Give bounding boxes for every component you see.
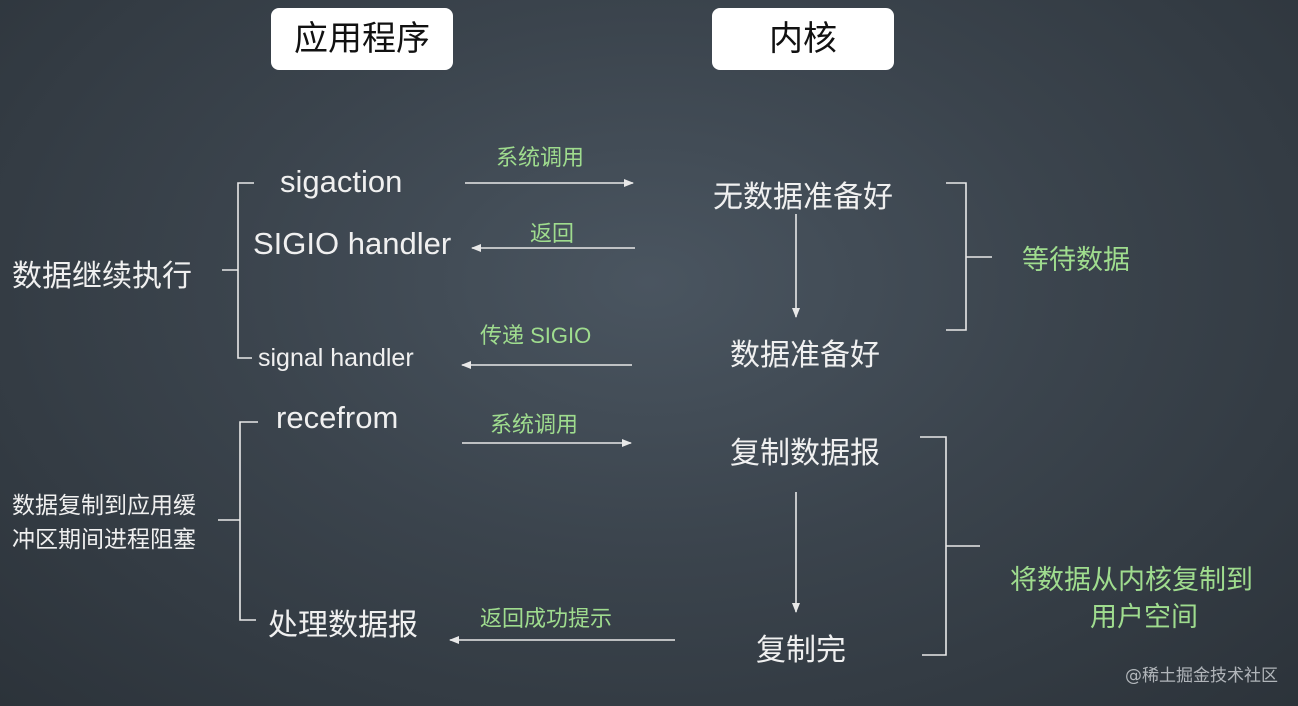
step-sigaction: sigaction — [280, 164, 403, 199]
app-header: 应用程序 — [271, 8, 453, 70]
label-deliver-sigio: 传递 SIGIO — [480, 323, 592, 348]
step-recefrom: recefrom — [276, 400, 399, 435]
step-process-datagram: 处理数据报 — [268, 608, 418, 643]
kernel-no-data-ready: 无数据准备好 — [713, 180, 893, 215]
step-signal-handler: signal handler — [258, 344, 414, 372]
phase-copy-line1: 将数据从内核复制到 — [1010, 565, 1253, 596]
phase-copy-line2: 用户空间 — [1090, 602, 1198, 633]
label-syscall-2: 系统调用 — [490, 413, 579, 438]
label-return: 返回 — [530, 222, 575, 247]
group-label-blocked-line2: 冲区期间进程阻塞 — [12, 527, 196, 553]
watermark: @稀土掘金技术社区 — [1125, 666, 1278, 686]
right-brace-2 — [920, 436, 980, 656]
kernel-data-ready: 数据准备好 — [730, 338, 880, 373]
kernel-copy-datagram: 复制数据报 — [730, 436, 880, 471]
right-brace-1 — [946, 182, 992, 331]
phase-wait-data: 等待数据 — [1022, 245, 1130, 276]
group-label-continue: 数据继续执行 — [12, 259, 192, 294]
kernel-header: 内核 — [712, 8, 894, 70]
label-return-success: 返回成功提示 — [480, 607, 613, 632]
left-bracket-2 — [218, 421, 258, 621]
kernel-copy-done: 复制完 — [756, 633, 846, 668]
label-syscall-1: 系统调用 — [496, 146, 585, 171]
step-sigio-handler: SIGIO handler — [253, 226, 452, 261]
left-bracket-1 — [222, 182, 254, 359]
group-label-blocked-line1: 数据复制到应用缓 — [12, 493, 196, 519]
